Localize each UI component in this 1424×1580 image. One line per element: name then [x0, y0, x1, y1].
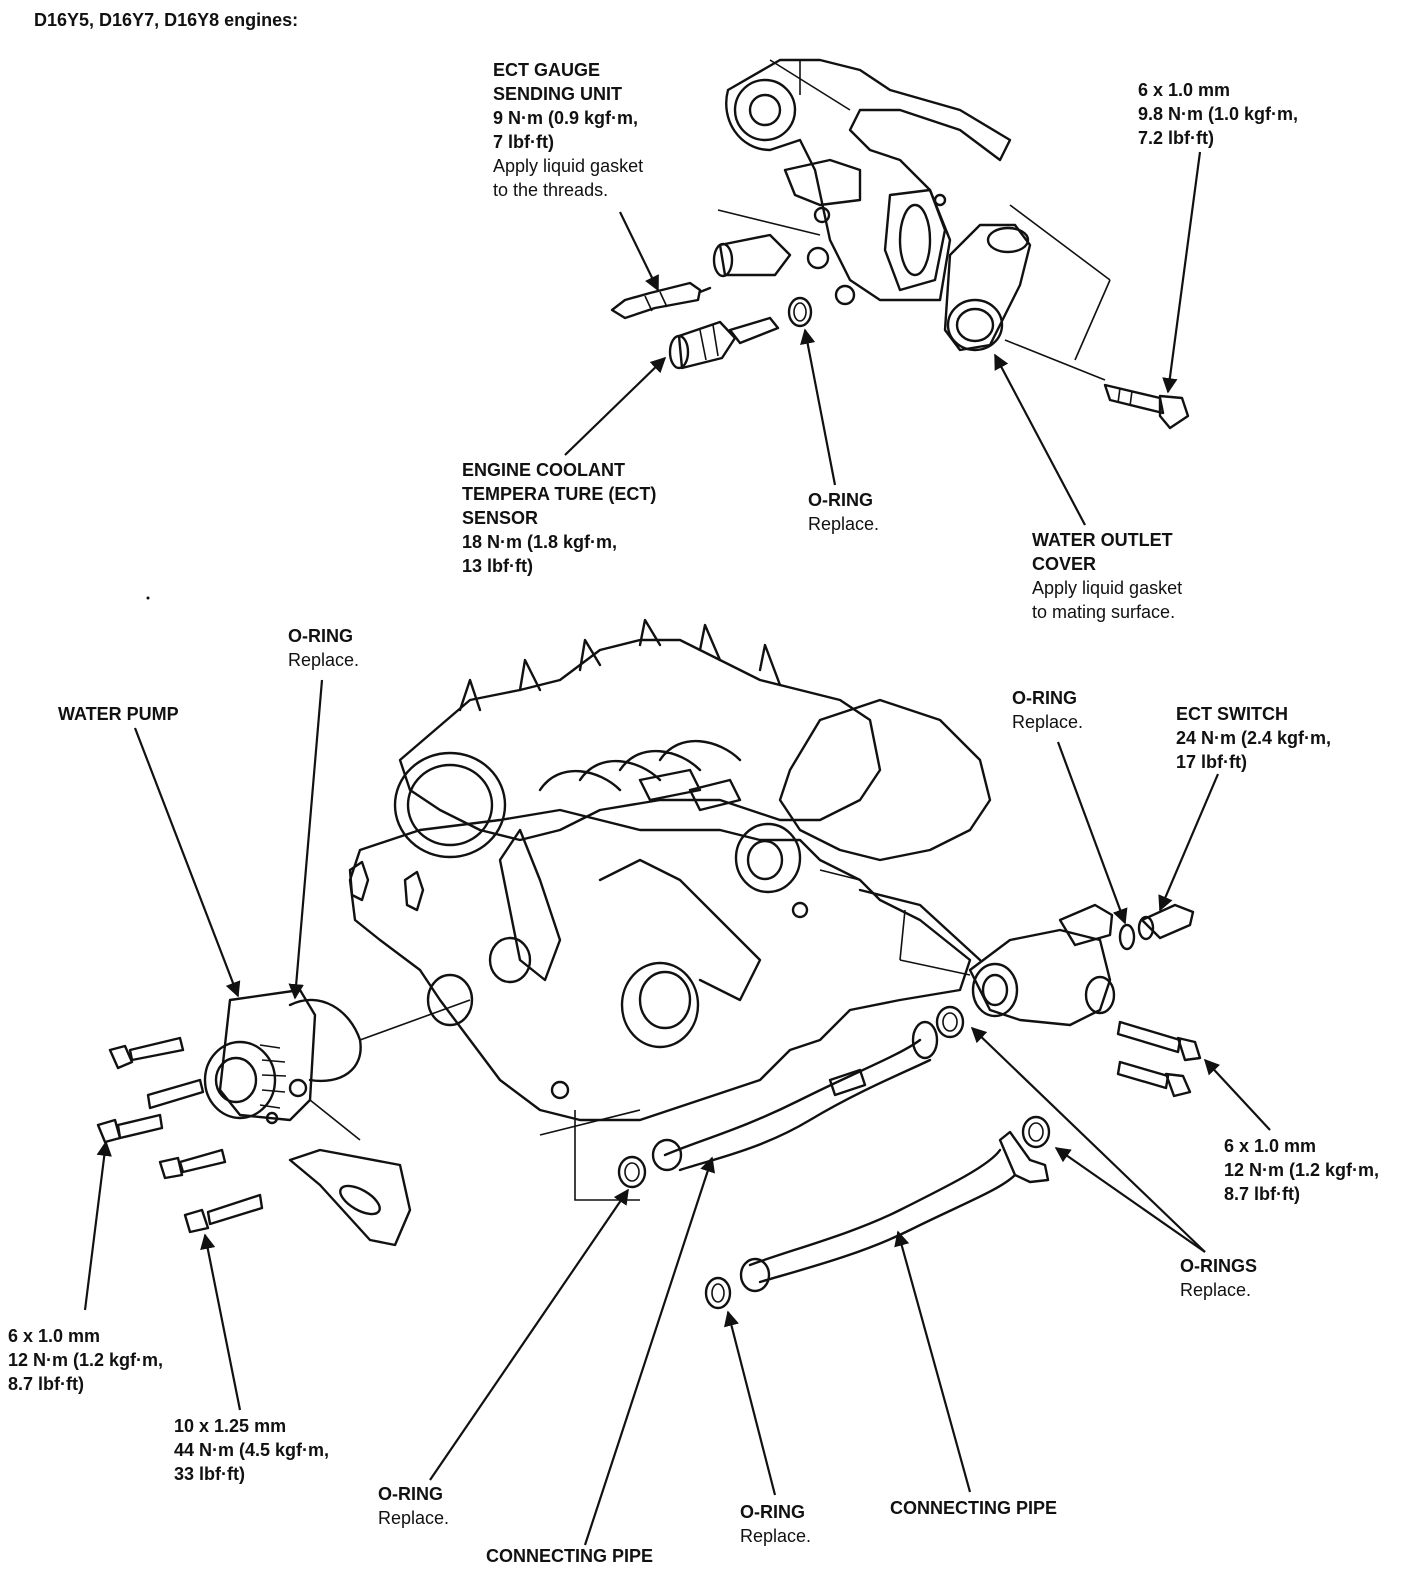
bolt-left-large-spec-1: 10 x 1.25 mm: [174, 1416, 287, 1436]
o-ring-switch-note: Replace.: [1012, 712, 1084, 732]
o-ring-bottom-mid-note: Replace.: [740, 1526, 812, 1546]
engine-block: [348, 618, 992, 1136]
ect-sensor-spec-2: 13 lbf·ft): [462, 556, 533, 576]
label-o-ring-top: O-RING Replace.: [808, 488, 879, 536]
o-ring-top-name: O-RING: [808, 490, 873, 510]
o-ring-top-note: Replace.: [808, 514, 880, 534]
label-water-pump: WATER PUMP: [58, 702, 179, 726]
label-ect-sensor: ENGINE COOLANT TEMPERA TURE (ECT) SENSOR…: [462, 458, 656, 578]
bolts-right-part: [1116, 1020, 1202, 1098]
label-o-ring-bottom-left: O-RING Replace.: [378, 1482, 449, 1530]
ect-gauge-name-2: SENDING UNIT: [493, 84, 623, 104]
bolt-top-right-spec-3: 7.2 lbf·ft): [1138, 128, 1214, 148]
ect-gauge-sending-unit-part: [610, 281, 712, 320]
bolt-left-large-spec-2: 44 N·m (4.5 kgf·m,: [174, 1440, 330, 1460]
bolt-left-spec-3: 8.7 lbf·ft): [8, 1374, 84, 1394]
label-o-ring-pump: O-RING Replace.: [288, 624, 359, 672]
ect-switch-spec-1: 24 N·m (2.4 kgf·m,: [1176, 728, 1332, 748]
o-ring-pump-note: Replace.: [288, 650, 360, 670]
connecting-pipe-left-part: [651, 1020, 939, 1172]
bolt-top-right-part: [1103, 383, 1190, 430]
ect-sensor-part: [668, 316, 780, 370]
bolt-top-right-spec-1: 6 x 1.0 mm: [1138, 80, 1231, 100]
label-connecting-pipe-right: CONNECTING PIPE: [890, 1496, 1057, 1520]
label-ect-gauge-sending-unit: ECT GAUGE SENDING UNIT 9 N·m (0.9 kgf·m,…: [493, 58, 643, 202]
water-outlet-note-2: to mating surface.: [1032, 602, 1176, 622]
o-ring-right-lower-part: [1021, 1115, 1051, 1149]
o-ring-pipe-right-part: [935, 1005, 965, 1039]
label-o-rings-right: O-RINGS Replace.: [1180, 1254, 1257, 1302]
label-ect-switch: ECT SWITCH 24 N·m (2.4 kgf·m, 17 lbf·ft): [1176, 702, 1331, 774]
o-ring-bottom-left-note: Replace.: [378, 1508, 450, 1528]
o-rings-right-note: Replace.: [1180, 1280, 1252, 1300]
ect-switch-part: [1137, 903, 1195, 941]
ect-gauge-spec-1: 9 N·m (0.9 kgf·m,: [493, 108, 639, 128]
ect-sensor-name-3: SENSOR: [462, 508, 539, 528]
ect-switch-name: ECT SWITCH: [1176, 704, 1288, 724]
water-outlet-note-1: Apply liquid gasket: [1032, 578, 1183, 598]
leader-lines: [83, 151, 1271, 1546]
bolt-right-spec-2: 12 N·m (1.2 kgf·m,: [1224, 1160, 1380, 1180]
o-ring-switch-name: O-RING: [1012, 688, 1077, 708]
ect-sensor-name-2: TEMPERA TURE (ECT): [462, 484, 657, 504]
ect-gauge-spec-2: 7 lbf·ft): [493, 132, 554, 152]
upper-head-housing: [712, 58, 1012, 306]
label-o-ring-switch: O-RING Replace.: [1012, 686, 1083, 734]
bolt-left-spec-2: 12 N·m (1.2 kgf·m,: [8, 1350, 164, 1370]
o-ring-bottom-mid-part: [704, 1276, 732, 1310]
ect-gauge-note-2: to the threads.: [493, 180, 609, 200]
label-bolt-left: 6 x 1.0 mm 12 N·m (1.2 kgf·m, 8.7 lbf·ft…: [8, 1324, 163, 1396]
connecting-pipe-left-name: CONNECTING PIPE: [486, 1546, 654, 1566]
ect-switch-spec-2: 17 lbf·ft): [1176, 752, 1247, 772]
water-outlet-name-2: COVER: [1032, 554, 1097, 574]
bolts-left-part: [96, 1036, 264, 1234]
ect-sensor-spec-1: 18 N·m (1.8 kgf·m,: [462, 532, 618, 552]
bolt-left-spec-1: 6 x 1.0 mm: [8, 1326, 101, 1346]
o-ring-bottom-left-part: [617, 1155, 647, 1189]
label-o-ring-bottom-mid: O-RING Replace.: [740, 1500, 811, 1548]
water-pump-name: WATER PUMP: [58, 704, 179, 724]
o-ring-bottom-left-name: O-RING: [378, 1484, 443, 1504]
o-ring-bottom-mid-name: O-RING: [740, 1502, 805, 1522]
o-rings-right-name: O-RINGS: [1180, 1256, 1258, 1276]
page-title: D16Y5, D16Y7, D16Y8 engines:: [34, 10, 299, 30]
label-bolt-left-large: 10 x 1.25 mm 44 N·m (4.5 kgf·m, 33 lbf·f…: [174, 1414, 329, 1486]
o-ring-pump-name: O-RING: [288, 626, 353, 646]
bolt-right-spec-3: 8.7 lbf·ft): [1224, 1184, 1300, 1204]
label-connecting-pipe-left: CONNECTING PIPE: [486, 1544, 653, 1568]
connecting-pipe-right-part: [739, 1130, 1050, 1293]
bolt-left-large-spec-3: 33 lbf·ft): [174, 1464, 245, 1484]
bolt-right-spec-1: 6 x 1.0 mm: [1224, 1136, 1317, 1156]
ect-sensor-name-1: ENGINE COOLANT: [462, 460, 626, 480]
water-outlet-cover: [943, 204, 1111, 381]
label-bolt-top-right: 6 x 1.0 mm 9.8 N·m (1.0 kgf·m, 7.2 lbf·f…: [1138, 78, 1298, 150]
bolt-top-right-spec-2: 9.8 N·m (1.0 kgf·m,: [1138, 104, 1299, 124]
ect-gauge-note-1: Apply liquid gasket: [493, 156, 644, 176]
label-bolt-right: 6 x 1.0 mm 12 N·m (1.2 kgf·m, 8.7 lbf·ft…: [1224, 1134, 1379, 1206]
o-ring-top-part: [787, 296, 813, 328]
o-ring-switch-part: [1118, 923, 1136, 951]
bracket-part: [288, 1148, 412, 1247]
connecting-pipe-right-name: CONNECTING PIPE: [890, 1498, 1058, 1518]
thermostat-housing: [899, 903, 1116, 1027]
water-outlet-name-1: WATER OUTLET: [1032, 530, 1173, 550]
ect-gauge-name-1: ECT GAUGE: [493, 60, 601, 80]
label-water-outlet-cover: WATER OUTLET COVER Apply liquid gasket t…: [1032, 528, 1182, 624]
